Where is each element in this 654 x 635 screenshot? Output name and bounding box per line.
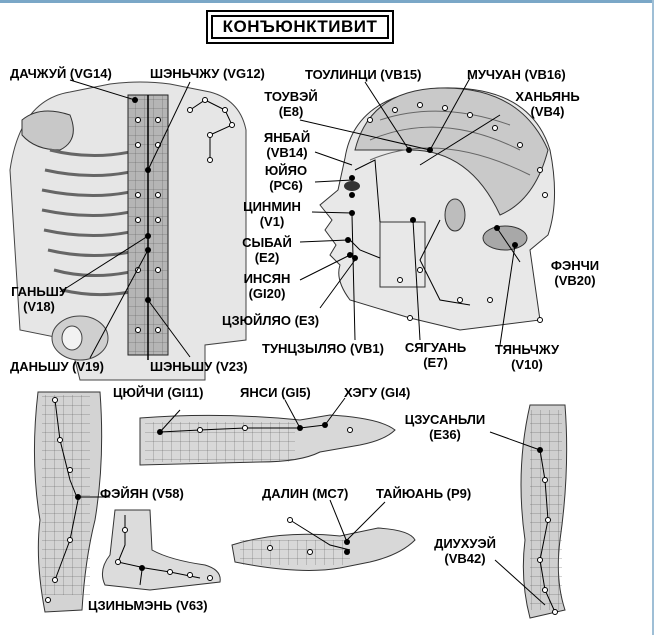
label-fengchi-code: (VB20) [554,273,596,288]
foot-illustration [101,509,221,591]
label-dazhui: ДАЧЖУЙ (VG14) [10,66,112,81]
foot-points [115,527,213,581]
label-diwuhui-code: (VB42) [444,551,486,566]
label-yuiyao-code: (РС6) [269,178,303,193]
label-ganshu: ГАНЬШУ (V18) [4,284,74,314]
label-juliao: ЦЗЮЙЛЯО (E3) [222,313,320,328]
right-leg-points [537,447,558,615]
label-ganshu-code: (V18) [23,299,55,314]
lower-hand-points [267,517,350,555]
diagram-title: КОНЪЮНКТИВИТ [211,15,389,39]
label-qingming-name: ЦИНМИН [243,199,301,214]
label-hanyan: ХАНЬЯНЬ (VB4) [505,89,590,119]
back-torso-illustration [9,81,247,381]
label-xiaguan-name: СЯГУАНЬ [404,340,467,355]
label-tianzhu-name: ТЯНЬЧЖУ [494,342,560,357]
leader-lines [59,77,546,606]
label-xiaguan: СЯГУАНЬ (E7) [398,340,473,370]
upper-arm-illustration [139,414,396,466]
label-yingxiang-code: (GI20) [248,286,286,301]
label-feiyang: ФЭЙЯН (V58) [100,486,184,501]
label-yingxiang: ИНСЯН (GI20) [234,271,300,301]
label-tianzhu: ТЯНЬЧЖУ (V10) [482,342,572,372]
back-spine-points [135,117,161,333]
head-meridian-points [367,102,548,323]
label-yuiyao: ЮЙЯО (РС6) [252,163,320,193]
label-diwuhui-name: ДИУХУЭЙ [434,536,496,551]
label-yangxi: ЯНСИ (GI5) [240,385,311,400]
label-diwuhui: ДИУХУЭЙ (VB42) [425,536,505,566]
label-hanyan-code: (VB4) [530,104,565,119]
top-border-line [0,0,654,3]
label-tianzhu-code: (V10) [511,357,543,372]
label-taiyuan: ТАЙЮАНЬ (P9) [376,486,472,501]
label-zusanli: ЦЗУСАНЬЛИ (E36) [400,412,490,442]
label-jinmen: ЦЗИНЬМЭНЬ (V63) [88,598,208,613]
label-danshu: ДАНЬШУ (V19) [10,359,104,374]
label-ganshu-name: ГАНЬШУ [11,284,67,299]
label-yanbai-name: ЯНБАЙ [263,130,311,145]
label-xiaguan-code: (E7) [423,355,448,370]
label-sibai: СЫБАЙ (E2) [234,235,300,265]
label-shenzhu: ШЭНЬЧЖУ (VG12) [150,66,265,81]
head-points [345,147,518,261]
label-fengchi-name: ФЭНЧИ [550,258,600,273]
label-tongziliao: ТУНЦЗЫЛЯО (VB1) [262,341,384,356]
label-sibai-name: СЫБАЙ [242,235,292,250]
label-daling: ДАЛИН (МС7) [262,486,349,501]
label-muchuan: МУЧУАН (VB16) [467,67,566,82]
label-shenshu: ШЭНЬШУ (V23) [150,359,248,374]
right-border-line [652,0,654,635]
label-qingming: ЦИНМИН (V1) [232,199,312,229]
label-zusanli-code: (E36) [429,427,461,442]
left-leg-illustration [33,391,103,613]
label-touvei: ТОУВЭЙ (E8) [256,89,326,119]
label-zusanli-name: ЦЗУСАНЬЛИ [404,412,486,427]
label-qingming-code: (V1) [259,214,285,229]
label-toulinci: ТОУЛИНЦИ (VB15) [305,67,422,82]
title-frame: КОНЪЮНКТИВИТ [206,10,394,44]
label-yanbai: ЯНБАЙ (VB14) [252,130,322,160]
label-touvei-code: (E8) [278,104,304,119]
label-sibai-code: (E2) [254,250,280,265]
label-yingxiang-name: ИНСЯН [243,271,291,286]
right-leg-illustration [520,404,568,619]
label-hegu: ХЭГУ (GI4) [344,385,411,400]
label-hanyan-name: ХАНЬЯНЬ [515,89,580,104]
label-quchi: ЦЮЙЧИ (GI11) [113,385,204,400]
label-touvei-name: ТОУВЭЙ [264,89,318,104]
head-illustration [319,87,555,331]
label-fengchi: ФЭНЧИ (VB20) [540,258,610,288]
label-yuiyao-name: ЮЙЯО [264,163,308,178]
lower-hand-illustration [231,519,416,571]
label-yanbai-code: (VB14) [266,145,308,160]
